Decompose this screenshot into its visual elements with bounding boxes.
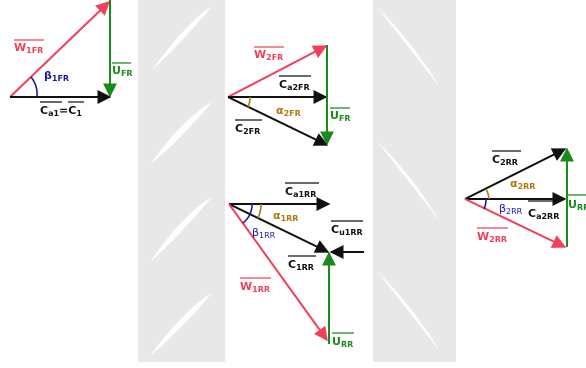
ca2rr-label: Ca2RR (528, 207, 559, 221)
blade-profile (152, 6, 212, 70)
w2rr-vector (464, 198, 567, 248)
beta1fr-arc (30, 76, 38, 98)
urr-label-2: URR (568, 198, 586, 212)
alpha2rr-arc (485, 188, 490, 200)
alpha2rr-label: α2RR (510, 177, 535, 191)
ca1rr-label: Ca1RR (285, 185, 316, 199)
w1rr-label: W1RR (240, 280, 270, 294)
alpha2fr-arc (247, 96, 251, 108)
beta2rr-arc (483, 198, 487, 210)
w2rr-label: W2RR (477, 230, 507, 244)
blade-profile (150, 293, 212, 356)
c2rr-label: C2RR (492, 153, 518, 167)
beta1fr-label: β1FR (44, 69, 69, 83)
blade-profile (150, 197, 212, 262)
beta2rr-label: β2RR (499, 202, 523, 216)
w1fr-label: W1FR (14, 41, 43, 55)
rear-rotor-inlet-triangle: Ca1RR α1RR β1RR Cu1RR C1RR W1RR URR (228, 182, 364, 349)
cu1rr-label: Cu1RR (331, 223, 363, 237)
front-rotor-exit-triangle: W2FR Ca2FR α2FR UFR C2FR (227, 45, 351, 146)
ufr-label-2: UFR (330, 109, 351, 123)
blade-profile (378, 142, 440, 222)
urr-label-1: URR (332, 335, 353, 349)
alpha2fr-label: α2FR (276, 104, 301, 118)
c2fr-vector (227, 96, 329, 146)
alpha1rr-label: α1RR (273, 209, 298, 223)
c2fr-label: C2FR (235, 122, 260, 136)
front-rotor-blade-row (138, 0, 225, 362)
beta1rr-label: β1RR (252, 226, 276, 240)
alpha1rr-arc (257, 203, 262, 219)
front-rotor-inlet-triangle: W1FR β1FR UFR Ca1=C1 (9, 0, 133, 118)
ca2fr-label: Ca2FR (279, 78, 310, 92)
blade-profile (378, 8, 440, 88)
c2rr-vector (464, 148, 567, 200)
blade-profile (150, 102, 212, 165)
c1rr-vector (228, 203, 330, 253)
w1rr-vector (228, 203, 328, 342)
w2fr-label: W2FR (254, 48, 283, 62)
blade-profile (378, 272, 440, 352)
w2fr-vector (227, 45, 328, 98)
c1rr-label: C1RR (288, 258, 314, 272)
w1fr-vector (9, 1, 111, 98)
rear-rotor-blade-row (373, 0, 456, 362)
ca1-eq-c1-label: Ca1=C1 (40, 104, 82, 118)
beta1rr-arc (242, 203, 253, 224)
rear-rotor-exit-triangle: C2RR α2RR β2RR Ca2RR URR W2RR (464, 147, 586, 248)
ufr-label-1: UFR (112, 64, 133, 78)
